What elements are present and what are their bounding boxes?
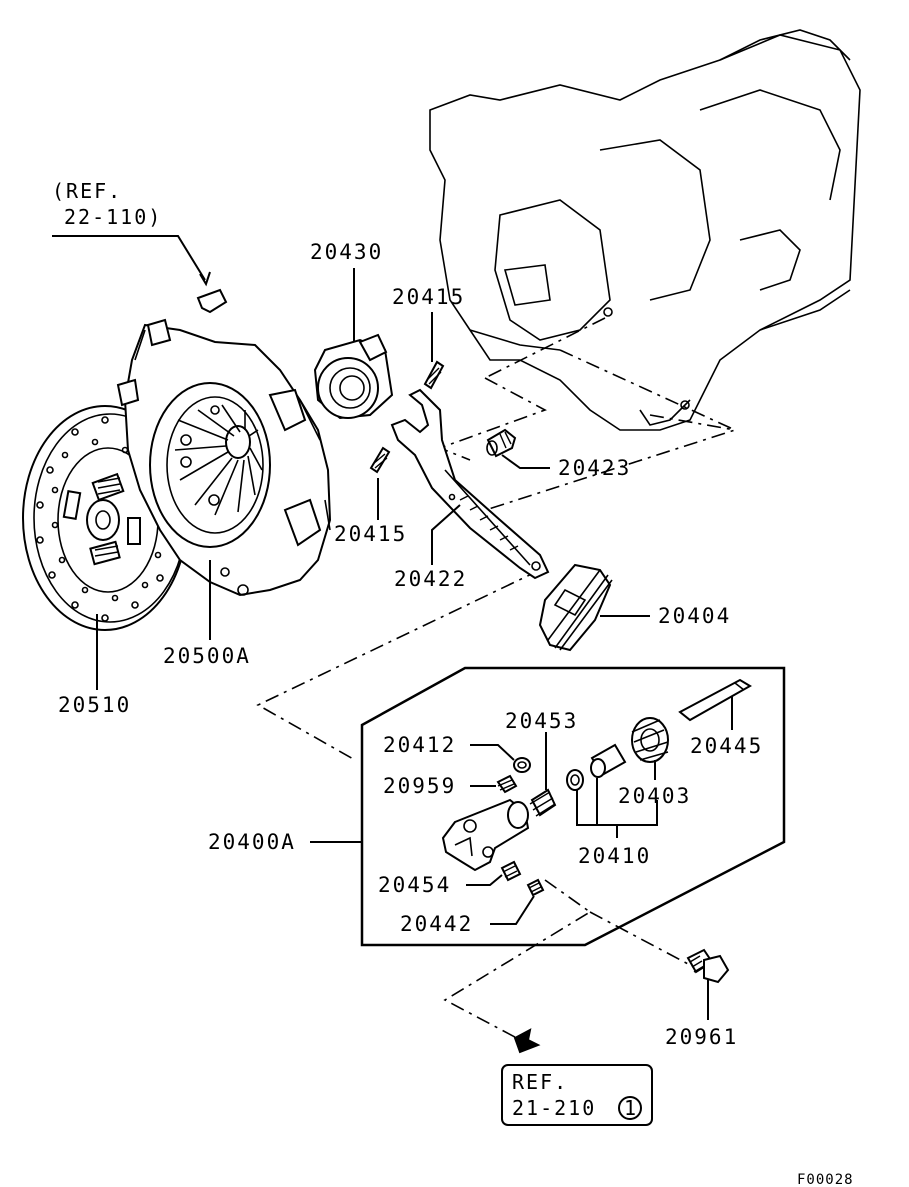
label-20423: 20423 <box>558 456 631 480</box>
bleeder-screw <box>496 774 518 794</box>
fulcrum-pivot <box>486 428 517 458</box>
label-20403: 20403 <box>618 784 691 808</box>
transmission-housing <box>429 29 861 431</box>
ref-22-110-callout: (REF. 22-110) <box>52 179 228 314</box>
ref-arrow-icon <box>513 1028 541 1054</box>
label-20454: 20454 <box>378 873 451 897</box>
ref-top-line2: 22-110) <box>64 205 162 229</box>
alignment-lines <box>256 317 738 1046</box>
retainer-spring-lower <box>369 446 391 474</box>
label-20410: 20410 <box>578 844 651 868</box>
label-20442: 20442 <box>400 912 473 936</box>
label-20500A: 20500A <box>163 644 251 668</box>
cylinder-screw <box>500 860 522 882</box>
ref-bottom-line1: REF. <box>512 1070 568 1094</box>
retainer-spring-upper <box>423 360 445 390</box>
label-20453: 20453 <box>505 709 578 733</box>
release-fork-boot <box>538 563 613 652</box>
label-20445: 20445 <box>690 734 763 758</box>
cylinder-pin <box>526 878 545 897</box>
ref-bottom-circled: 1 <box>624 1096 638 1120</box>
label-20404: 20404 <box>658 604 731 628</box>
label-20961: 20961 <box>665 1025 738 1049</box>
circled-number-icon <box>618 1096 642 1120</box>
label-20430: 20430 <box>310 240 383 264</box>
ref-bottom-line2: 21-210 <box>512 1096 596 1120</box>
pressure-plate <box>116 318 332 597</box>
piston-and-cups <box>566 743 627 791</box>
label-20510: 20510 <box>58 693 131 717</box>
ref-top-line1: (REF. <box>52 179 122 203</box>
release-cylinder-body <box>441 798 530 872</box>
cylinder-spring <box>529 788 557 817</box>
cylinder-boot <box>631 717 669 763</box>
label-20959: 20959 <box>383 774 456 798</box>
ref-21-210-callout: REF. 21-210 1 <box>501 1064 653 1126</box>
label-20400A: 20400A <box>208 830 296 854</box>
label-20415-upper: 20415 <box>392 285 465 309</box>
figure-code: F00028 <box>797 1172 854 1187</box>
release-bearing <box>313 333 394 420</box>
cylinder-bolt <box>686 948 730 984</box>
pilot-bearing-bolt <box>196 288 228 314</box>
cylinder-cap <box>513 757 531 773</box>
release-fork <box>390 388 550 580</box>
label-20422: 20422 <box>394 567 467 591</box>
release-cylinder-group-box <box>360 666 786 947</box>
label-20412: 20412 <box>383 733 456 757</box>
label-20415-lower: 20415 <box>334 522 407 546</box>
push-rod <box>678 678 752 722</box>
